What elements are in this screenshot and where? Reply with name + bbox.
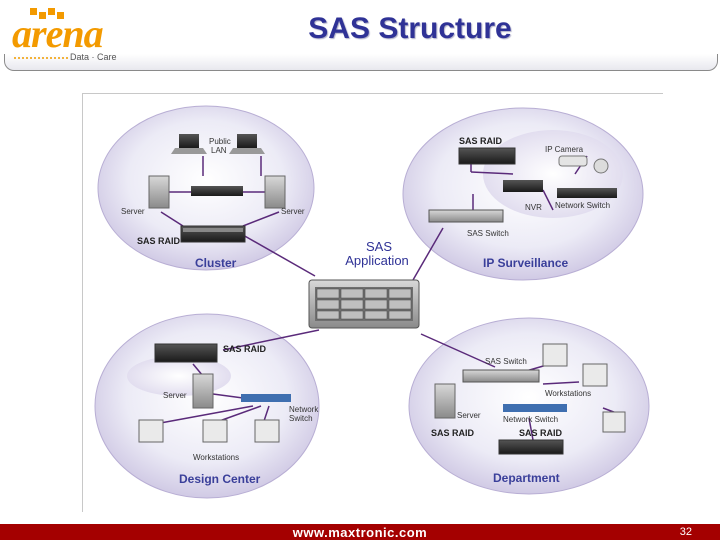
network-switch-icon	[557, 188, 617, 198]
diagram-frame: SAS Application Public LAN Server Server…	[82, 93, 663, 512]
workstation-icon	[202, 419, 228, 443]
ip-sas-raid-label: SAS RAID	[459, 136, 503, 146]
header-band	[4, 54, 718, 71]
server-tower-icon	[192, 373, 214, 409]
slide-title: SAS Structure	[308, 12, 512, 45]
network-switch-icon	[241, 394, 291, 402]
cluster-server-left-label: Server	[121, 207, 145, 216]
server-tower-icon	[148, 175, 170, 209]
sas-application-storage-icon	[308, 279, 420, 329]
ip-sas-switch-label: SAS Switch	[467, 229, 509, 238]
center-label-line2: Application	[345, 253, 409, 268]
design-switch-label: Switch	[289, 414, 313, 423]
slide-header: arena Data · Care SAS Structure	[0, 0, 720, 76]
arena-logo: arena Data · Care	[8, 8, 133, 64]
nvr-label: NVR	[525, 203, 542, 212]
department-title: Department	[493, 471, 560, 485]
laptop-icon	[229, 134, 265, 154]
server-tower-icon	[434, 383, 456, 419]
ip-surveillance-title: IP Surveillance	[483, 256, 568, 270]
workstation-icon	[582, 363, 608, 387]
sas-raid-icon	[498, 439, 564, 455]
server-tower-icon	[264, 175, 286, 209]
cluster-title: Cluster	[195, 256, 237, 270]
design-network-label: Network	[289, 405, 319, 414]
design-center-title: Design Center	[179, 472, 261, 486]
page-number: 32	[679, 526, 692, 538]
logo-squares	[30, 8, 70, 22]
logo-dots	[14, 57, 68, 59]
nvr-icon	[503, 180, 543, 192]
network-switch-icon	[503, 404, 567, 412]
cluster-lan-label: LAN	[211, 146, 227, 155]
design-workstations-label: Workstations	[193, 453, 239, 462]
center-label-line1: SAS	[366, 239, 392, 254]
department-sas-raid-left-label: SAS RAID	[431, 428, 475, 438]
logo-word: arena	[12, 11, 104, 56]
connector-lines	[154, 155, 620, 441]
workstation-icon	[138, 419, 164, 443]
cluster-sas-raid-label: SAS RAID	[137, 236, 181, 246]
workstation-icon	[254, 419, 280, 443]
department-server-label: Server	[457, 411, 481, 420]
sas-raid-icon	[154, 343, 218, 363]
footer-url: www.maxtronic.com	[292, 525, 428, 540]
network-switch-icon	[191, 186, 243, 196]
sas-switch-icon	[428, 209, 504, 223]
department-sas-raid-right-label: SAS RAID	[519, 428, 563, 438]
sas-raid-icon	[458, 147, 516, 165]
department-network-switch-label: Network Switch	[503, 415, 558, 424]
slide-footer: www.maxtronic.com 32	[0, 524, 720, 540]
workstation-icon	[602, 411, 626, 433]
cluster-server-right-label: Server	[281, 207, 305, 216]
department-sas-switch-label: SAS Switch	[485, 357, 527, 366]
laptop-icon	[171, 134, 207, 154]
design-server-label: Server	[163, 391, 187, 400]
cluster-public-label: Public	[209, 137, 231, 146]
ip-camera-label: IP Camera	[545, 145, 584, 154]
logo-tagline: Data · Care	[70, 52, 117, 62]
ip-network-switch-label: Network Switch	[555, 201, 610, 210]
sas-switch-icon	[462, 369, 540, 383]
department-workstations-label: Workstations	[545, 389, 591, 398]
workstation-icon	[542, 343, 568, 367]
ip-camera-icon	[558, 155, 609, 174]
sas-structure-diagram: SAS Application Public LAN Server Server…	[94, 105, 650, 499]
design-sas-raid-label: SAS RAID	[223, 344, 267, 354]
sas-raid-icon	[180, 225, 246, 243]
